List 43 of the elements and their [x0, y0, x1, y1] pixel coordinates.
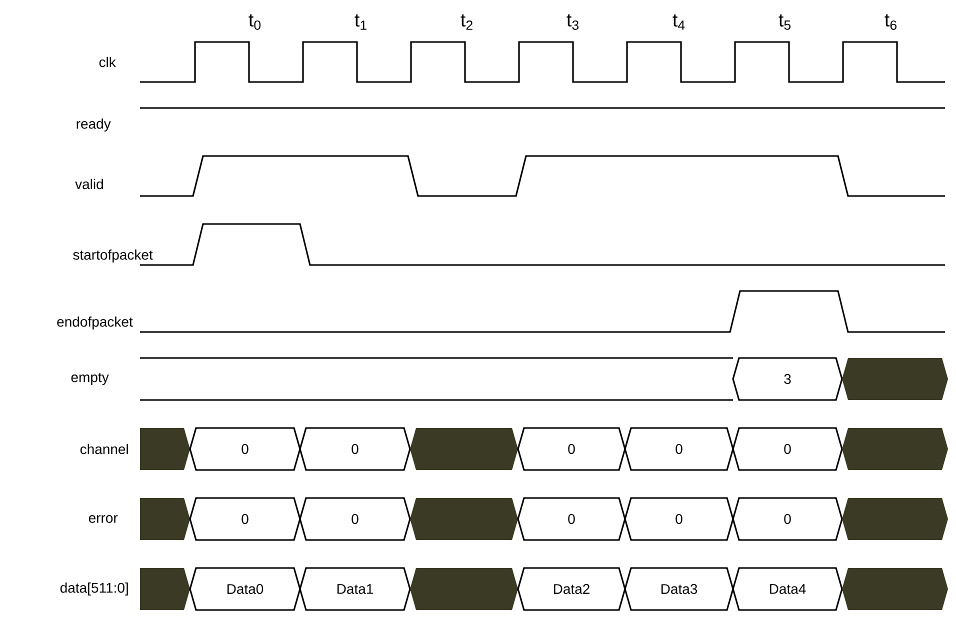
- invalid-data-block: [140, 498, 190, 540]
- time-label: t$_{0}$: [248, 14, 261, 30]
- bus-value-cell: Data2: [517, 567, 626, 611]
- bus-value-cell: Data3: [624, 567, 734, 611]
- invalid-data-block: [842, 358, 948, 400]
- time-label: t$_{2}$: [460, 14, 472, 30]
- bus-value-cell: 0: [732, 427, 843, 471]
- invalid-data-block: [410, 428, 518, 470]
- bus-value-cell: 0: [624, 497, 734, 541]
- node-label: Data1: [337, 584, 373, 594]
- bus-value-cell: Data1: [299, 567, 411, 611]
- bus-value-cell: 0: [732, 497, 843, 541]
- time-label: t$_{1}$: [354, 14, 366, 30]
- invalid-data-block: [140, 568, 190, 610]
- bus-value-cell: 0: [517, 427, 626, 471]
- time-label: t$_{5}$: [778, 14, 791, 30]
- invalid-data-block: [842, 498, 948, 540]
- signal-name: ready: [76, 118, 111, 132]
- invalid-data-block: [410, 498, 518, 540]
- signal-name: error: [88, 515, 118, 523]
- invalid-data-block: [140, 428, 190, 470]
- bus-value-cell: 0: [189, 497, 301, 541]
- bus-value-cell: 0: [299, 497, 411, 541]
- node-label: Data3: [661, 584, 698, 594]
- signal-name: clk: [99, 56, 116, 68]
- signal-name: startofpacket: [73, 249, 153, 263]
- invalid-data-block: [842, 428, 948, 470]
- time-label: t$_{6}$: [884, 14, 896, 30]
- signal-name: empty: [71, 373, 109, 385]
- invalid-data-block: [410, 568, 518, 610]
- bus-value-cell: 0: [517, 497, 626, 541]
- time-label: t$_{3}$: [566, 14, 578, 30]
- bus-value-cell: Data0: [189, 567, 301, 611]
- time-label: t$_{4}$: [672, 14, 685, 30]
- bus-value-cell: 0: [189, 427, 301, 471]
- bus-value-cell: Data4: [732, 567, 843, 611]
- bus-value-cell: 3: [732, 357, 843, 401]
- node-label: Data4: [770, 584, 806, 594]
- signal-name: endofpacket: [57, 316, 133, 330]
- bus-value-cell: 0: [299, 427, 411, 471]
- signal-name: valid: [75, 178, 103, 190]
- bus-value-cell: 0: [624, 427, 734, 471]
- invalid-data-block: [842, 568, 948, 610]
